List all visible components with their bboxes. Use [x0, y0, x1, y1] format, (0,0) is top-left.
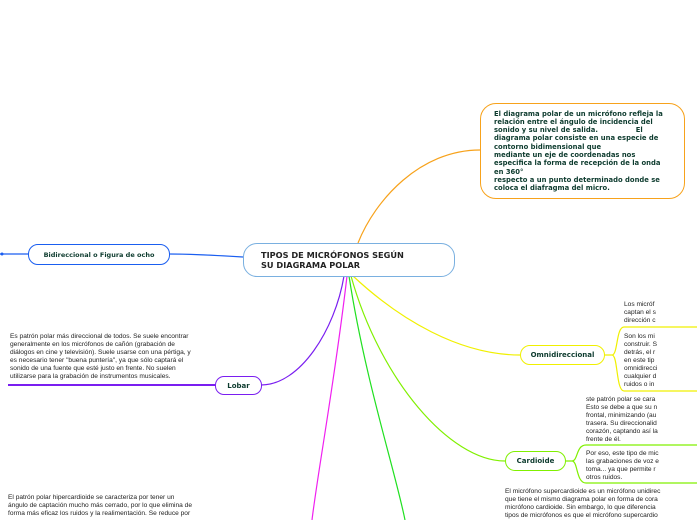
central-title: TIPOS DE MICRÓFONOS SEGÚN — [261, 249, 404, 260]
lobar-node[interactable]: Lobar — [215, 376, 262, 395]
definition-line: mediante un eje de coordenadas nos — [494, 151, 636, 159]
cardioide-label: Cardioide — [516, 457, 555, 465]
omnidireccional-node[interactable]: Omnidireccional — [520, 345, 605, 365]
definition-node[interactable]: El diagrama polar de un micrófono reflej… — [480, 103, 685, 199]
connector-bidireccional — [168, 253, 244, 258]
omni-bracket — [605, 326, 697, 392]
connector-definition — [357, 149, 481, 244]
definition-line: El diagrama polar de un micrófono reflej… — [494, 109, 663, 118]
connector-lobar — [260, 275, 345, 386]
definition-line: coloca el diafragma del micro. — [494, 184, 610, 193]
definition-line: diagrama polar consiste en una especie d… — [494, 134, 659, 143]
connector-magenta — [311, 275, 348, 520]
lobar-note: Es patrón polar más direccional de todos… — [10, 333, 191, 380]
definition-line: sonido y su nivel de salida. El — [494, 126, 643, 135]
bidireccional-node[interactable]: Bidireccional o Figura de ocho — [28, 244, 170, 265]
cardioide-node[interactable]: Cardioide — [505, 451, 566, 471]
definition-line: especifica la forma de recepción de la o… — [494, 159, 661, 168]
definition-line: respecto a un punto determinado donde se — [494, 175, 660, 184]
lobar-label: Lobar — [227, 381, 250, 390]
connector-cardioide — [350, 275, 506, 462]
bidireccional-label: Bidireccional o Figura de ocho — [43, 250, 155, 259]
central-title: SU DIAGRAMA POLAR — [261, 260, 361, 270]
connector-green — [348, 275, 406, 520]
cardioide-bracket — [566, 444, 697, 484]
definition-line: en 360° — [494, 167, 524, 176]
supercardioide-note: El micrófono supercardioide es un micróf… — [505, 488, 661, 519]
definition-line: relación entre el ángulo de incidencia d… — [494, 117, 653, 126]
connector-omni — [352, 275, 521, 356]
hipercardioide-note: El patrón polar hipercardioide se caract… — [8, 494, 193, 517]
definition-line: contorno bidimensional que — [494, 142, 602, 151]
omnidireccional-label: Omnidireccional — [530, 351, 595, 359]
